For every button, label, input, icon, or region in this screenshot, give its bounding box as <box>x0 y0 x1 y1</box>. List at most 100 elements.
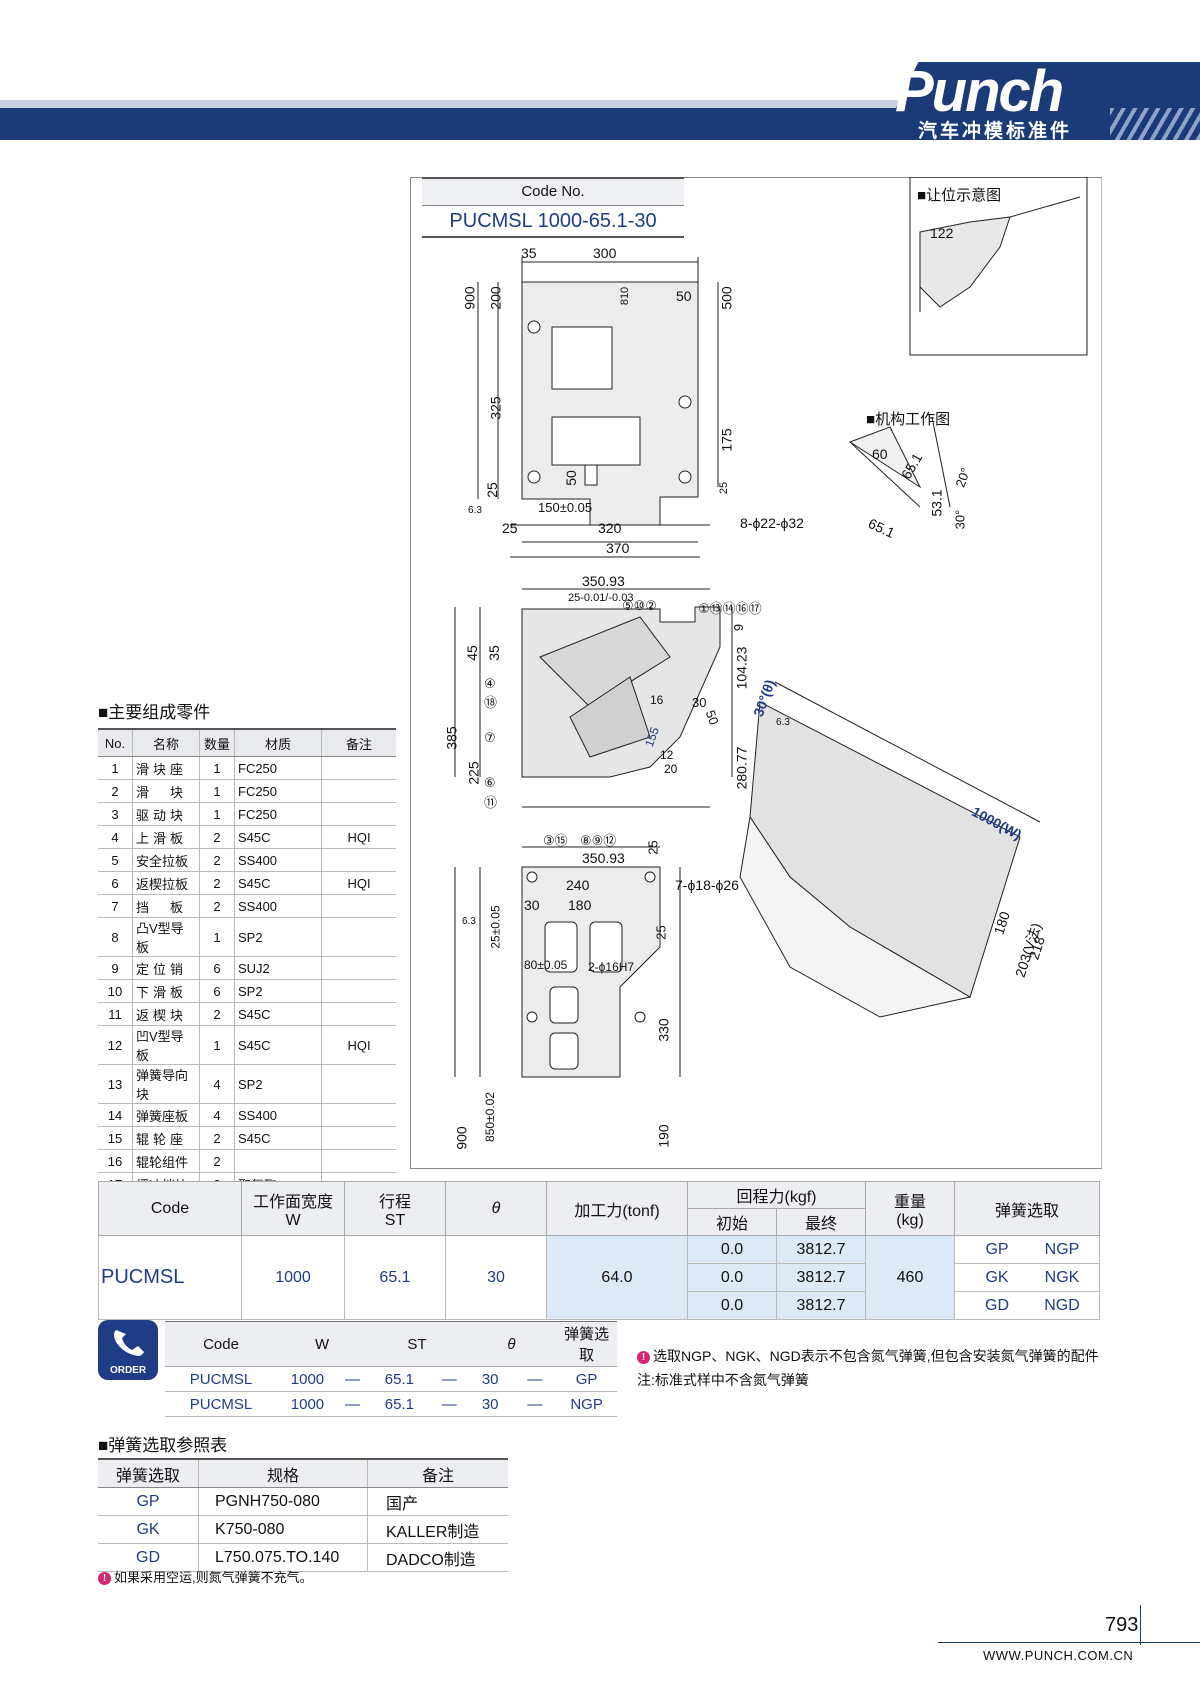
spec-spring-ngk: NGK <box>1044 1268 1080 1286</box>
order-2-theta: 30 <box>466 1391 514 1417</box>
parts-cell-no: 11 <box>98 1002 133 1026</box>
callout-bottom-b: ⑧⑨⑫ <box>580 833 617 848</box>
dim-top-25c: 25 <box>718 481 731 495</box>
parts-cell-material: SP2 <box>234 1064 322 1104</box>
dim-bottom-240: 240 <box>566 877 590 893</box>
order-2-sep1: — <box>337 1391 368 1417</box>
dim-clearance-122: 122 <box>930 225 954 241</box>
dim-bottom-180: 180 <box>568 897 592 913</box>
spec-header-rf-start: 初始 <box>687 1208 777 1236</box>
dim-side-225: 225 <box>465 761 482 785</box>
spec-spring-gd: GD <box>985 1296 1009 1314</box>
parts-cell-name: 返楔块 <box>132 1002 200 1026</box>
order-note-1: !选取NGP、NGK、NGD表示不包含氮气弹簧,但包含安装氮气弹簧的配件 <box>637 1346 1099 1366</box>
spec-header-stroke-label: 行程 <box>378 1193 411 1211</box>
parts-cell-qty: 6 <box>199 979 235 1003</box>
dim-bottom-30: 30 <box>524 897 540 913</box>
dim-mech-53: 53.1 <box>928 489 945 517</box>
dim-top-holes: 8-ϕ22-ϕ32 <box>740 515 804 531</box>
parts-cell-qty: 4 <box>199 1103 235 1127</box>
spring-ref-2-spec: K750-080 <box>198 1515 368 1544</box>
spec-rf-end-1: 3812.7 <box>776 1235 866 1264</box>
order-row-2: PUCMSL 1000 — 65.1 — 30 — NGP <box>165 1391 617 1417</box>
parts-cell-qty: 2 <box>199 825 235 849</box>
parts-cell-name: 定位销 <box>132 956 200 980</box>
parts-cell-no: 12 <box>98 1025 133 1065</box>
dim-bottom-pins: 2-ϕ16H7 <box>588 960 635 974</box>
spec-header-spring: 弹簧选取 <box>954 1181 1100 1236</box>
spring-ref-title: 弹簧选取参照表 <box>98 1431 227 1456</box>
spec-header-code: Code <box>98 1181 242 1236</box>
spring-ref-3-select: GD <box>98 1543 199 1572</box>
code-box: Code No. PUCMSL 1000-65.1-30 <box>422 177 684 238</box>
parts-cell-material: SS400 <box>234 1103 322 1127</box>
order-note-2: 注:标准式样中不含氮气弹簧 <box>637 1372 809 1388</box>
spring-ref-row: GP PGNH750-080 国产 <box>98 1487 508 1516</box>
parts-title: 主要组成零件 <box>98 698 210 723</box>
dim-top-810: 810 <box>619 286 632 306</box>
dim-top-150: 150±0.05 <box>538 500 593 515</box>
parts-cell-name: 凸V型导板 <box>132 917 200 957</box>
dim-bottom-holes: 7-ϕ18-ϕ26 <box>675 877 739 893</box>
callout-top-b: ①⑬⑭⑯⑰ <box>698 601 762 616</box>
spec-row-1: PUCMSL 1000 65.1 30 64.0 0.0 3812.7 460 … <box>98 1235 1100 1320</box>
dim-mech-30: 30° <box>952 509 968 530</box>
parts-cell-remark <box>321 779 396 803</box>
parts-cell-remark: HQI <box>321 871 396 895</box>
mechanism-title: 机构工作图 <box>866 408 950 429</box>
spec-header-width-sub: W <box>285 1211 301 1229</box>
order-2-st: 65.1 <box>367 1391 432 1417</box>
parts-cell-material: SUJ2 <box>234 956 322 980</box>
callout-7: ⑦ <box>484 730 496 745</box>
parts-cell-no: 2 <box>98 779 133 803</box>
spring-ref-note-text: 如果采用空运,则氮气弹簧不充气。 <box>114 1570 313 1585</box>
parts-cell-material: S45C <box>234 1126 322 1150</box>
spring-ref-row: GK K750-080 KALLER制造 <box>98 1515 508 1544</box>
dim-side-tolerance: 25-0.01/-0.03 <box>568 592 634 604</box>
spec-header-weight: 重量(kg) <box>865 1181 955 1236</box>
order-1-sep3: — <box>513 1366 557 1392</box>
dim-bottom-330: 330 <box>655 1018 672 1042</box>
spring-ref-2-remark: KALLER制造 <box>367 1515 508 1544</box>
parts-cell-qty: 2 <box>199 1126 235 1150</box>
spec-header-width-label: 工作面宽度 <box>252 1193 333 1211</box>
parts-cell-material: S45C <box>234 825 322 849</box>
parts-cell-remark <box>321 1126 396 1150</box>
parts-cell-material: S45C <box>234 1025 322 1065</box>
parts-cell-qty: 1 <box>199 917 235 957</box>
parts-cell-qty: 2 <box>199 848 235 872</box>
parts-header-no: No. <box>98 728 133 757</box>
parts-cell-material: FC250 <box>234 779 322 803</box>
dim-top-900: 900 <box>461 286 478 310</box>
spec-rf-start-3: 0.0 <box>687 1291 777 1320</box>
order-2-w: 1000 <box>277 1391 338 1417</box>
parts-header-name: 名称 <box>132 728 200 757</box>
spec-rf-end-3: 3812.7 <box>776 1291 866 1320</box>
spring-ref-1-spec: PGNH750-080 <box>198 1487 368 1516</box>
parts-cell-qty: 2 <box>199 1149 235 1173</box>
parts-cell-no: 13 <box>98 1064 133 1104</box>
order-badge: ORDER <box>98 1320 158 1380</box>
dim-top-200: 200 <box>487 286 504 310</box>
parts-cell-name: 挡 板 <box>132 894 200 918</box>
dim-side-350-bottom: 350.93 <box>582 850 625 866</box>
parts-cell-name: 返楔拉板 <box>132 871 200 895</box>
spec-code: PUCMSL <box>98 1235 242 1320</box>
spring-ref-1-remark: 国产 <box>367 1487 508 1516</box>
dim-side-9: 9 <box>731 623 747 632</box>
spec-rf-end-2: 3812.7 <box>776 1263 866 1292</box>
spring-ref-row: GD L750.075.TO.140 DADCO制造 <box>98 1543 508 1572</box>
spring-ref-2-select: GK <box>98 1515 199 1544</box>
callout-top-a: ⑤⑩② <box>622 598 657 613</box>
dim-bottom-850: 850±0.02 <box>482 1092 497 1142</box>
parts-cell-name: 驱动块 <box>132 802 200 826</box>
spring-ref-table: 弹簧选取 规格 备注 GP PGNH750-080 国产 GK K750-080… <box>98 1458 508 1572</box>
dim-bottom-roughness: 6.3 <box>462 916 476 927</box>
